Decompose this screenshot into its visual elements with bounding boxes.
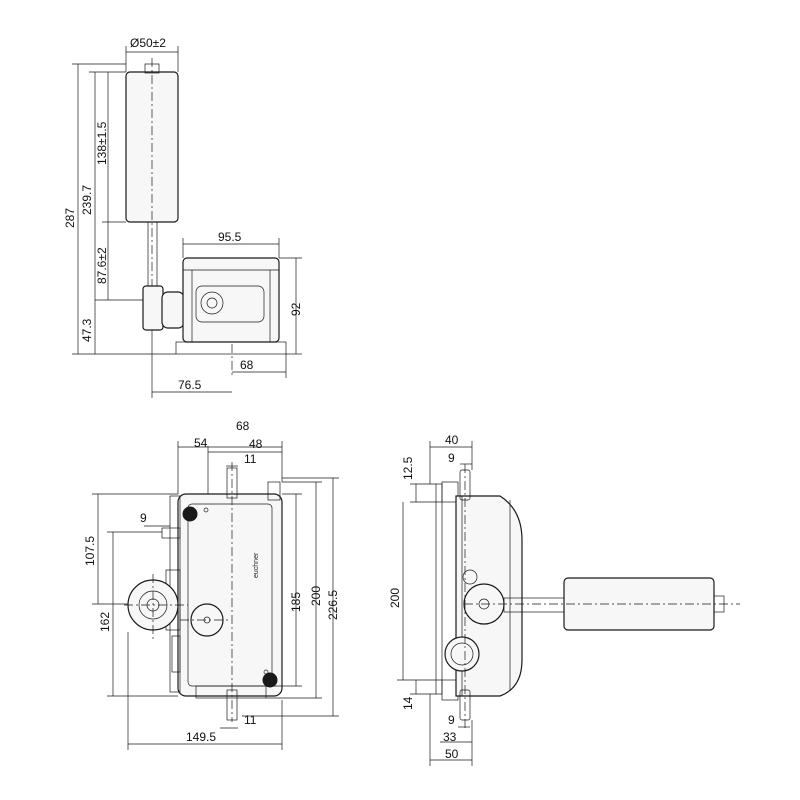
housing-screw-inner [206, 297, 218, 309]
dim-front-107: 107.5 [83, 536, 97, 566]
dim-side-14: 14 [401, 696, 415, 710]
front-view: euchner [83, 419, 340, 750]
dim-side-33: 33 [443, 730, 457, 744]
hub-gear [161, 291, 185, 329]
top-housing [182, 257, 280, 343]
side-small-knob [462, 569, 478, 585]
lever-hub [142, 285, 164, 331]
dim-front-48: 48 [249, 437, 263, 451]
small-hole [263, 669, 269, 675]
housing-screw [200, 291, 224, 315]
front-top-clip [267, 481, 281, 501]
dim-top-diameter: Ø50±2 [130, 36, 166, 50]
housing-base [175, 341, 287, 355]
dim-side-50: 50 [445, 747, 459, 761]
front-housing [177, 493, 283, 697]
dim-side-200: 200 [388, 588, 402, 608]
dim-side-9b: 9 [448, 713, 455, 727]
side-flange-top [441, 481, 459, 503]
dim-front-11b: 11 [244, 713, 257, 727]
dim-front-11a: 11 [244, 452, 257, 466]
cover-screw-top [182, 506, 198, 522]
housing-window [195, 285, 265, 323]
dim-68-top: 68 [240, 358, 254, 372]
dim-95: 95.5 [218, 230, 242, 244]
dim-side-40: 40 [445, 433, 459, 447]
dim-87: 87.6±2 [95, 247, 109, 284]
dim-138: 138±1.5 [95, 121, 109, 165]
dim-47: 47.3 [80, 318, 94, 342]
dim-front-162: 162 [98, 612, 112, 632]
lever-shaft [147, 221, 158, 291]
dim-92: 92 [289, 302, 303, 316]
dim-side-12: 12.5 [401, 456, 415, 480]
dim-front-185: 185 [289, 592, 303, 612]
top-view: Ø50±2 287 239.7 138±1.5 87.6±2 47.3 95.5… [63, 36, 303, 398]
dim-front-54: 54 [194, 436, 208, 450]
dim-239: 239.7 [80, 185, 94, 215]
cover-screw-bottom [262, 672, 278, 688]
side-connector-inner [450, 642, 474, 666]
dim-front-149: 149.5 [186, 730, 216, 744]
dim-76: 76.5 [178, 378, 202, 392]
lever-arm [161, 527, 181, 539]
small-hole [203, 507, 209, 513]
side-connector [171, 635, 181, 673]
dim-side-9a: 9 [448, 451, 455, 465]
dim-front-200: 200 [309, 586, 323, 606]
side-connector-outer [444, 636, 480, 672]
front-cover [187, 503, 273, 687]
dim-front-9: 9 [140, 511, 147, 525]
dim-287: 287 [63, 208, 77, 228]
logo-text: euchner [253, 552, 260, 578]
side-view: 40 12.5 9 200 14 9 33 50 [388, 433, 740, 766]
dim-front-226: 226.5 [326, 590, 340, 620]
side-flange [435, 483, 443, 695]
dim-front-68: 68 [236, 419, 250, 433]
